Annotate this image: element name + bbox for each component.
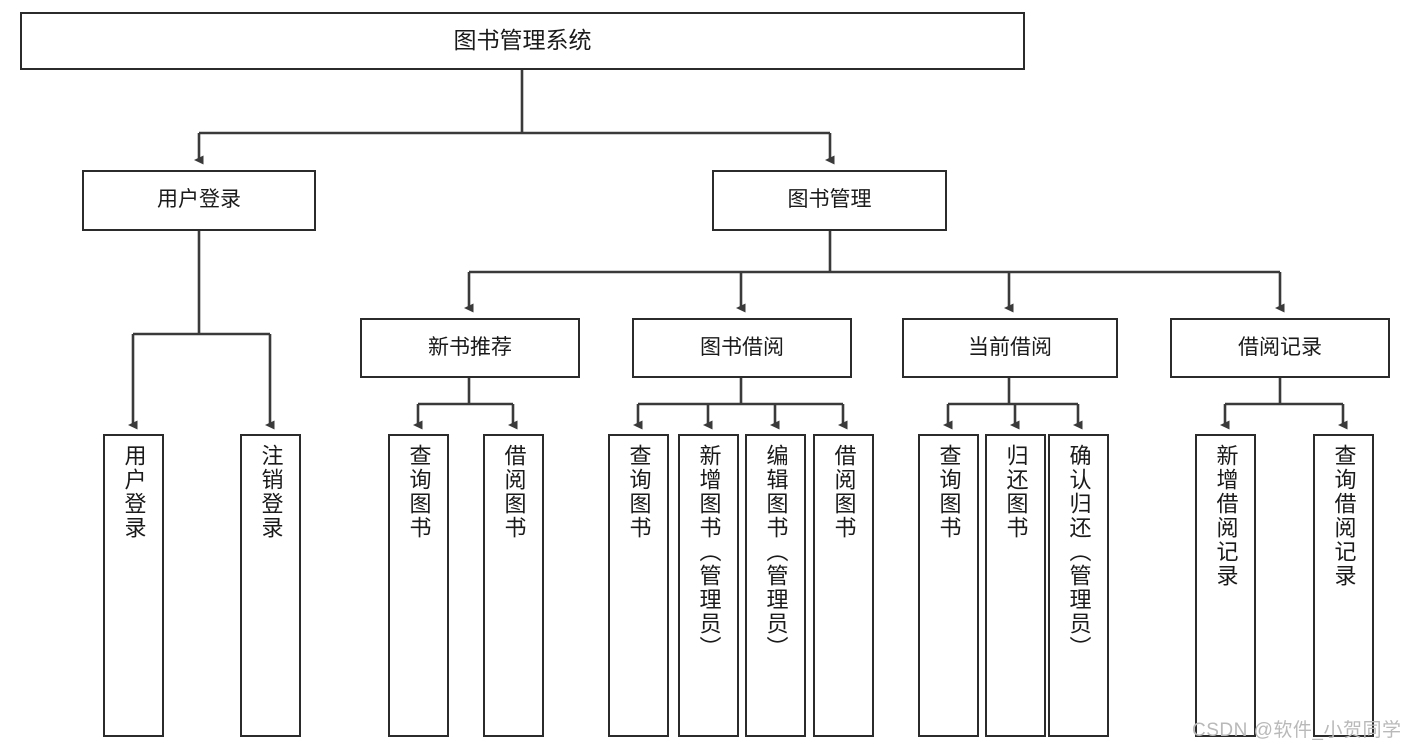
leaf-label: 确认归还（管理员） [1066,444,1092,660]
node-user-login-label: 用户登录 [157,188,241,212]
leaf-label: 新增图书（管理员） [696,444,722,660]
leaf-label: 归还图书 [1003,444,1029,540]
node-current-borrow-label: 当前借阅 [968,335,1052,359]
node-new-book-recommend[interactable]: 新书推荐 [360,318,580,378]
leaf-label: 用户登录 [121,444,147,540]
leaf-user-login-login[interactable]: 用户登录 [103,434,164,737]
leaf-current-borrow-confirm-return[interactable]: 确认归还（管理员） [1048,434,1109,737]
leaf-label: 查询图书 [936,444,962,540]
leaf-label: 查询图书 [406,444,432,540]
leaf-label: 编辑图书（管理员） [763,444,789,660]
leaf-book-borrow-add[interactable]: 新增图书（管理员） [678,434,739,737]
leaf-label: 借阅图书 [831,444,857,540]
leaf-label: 借阅图书 [501,444,527,540]
leaf-borrow-record-add[interactable]: 新增借阅记录 [1195,434,1256,737]
csdn-watermark: CSDN @软件_小贺同学 [1192,720,1402,741]
node-book-management[interactable]: 图书管理 [712,170,947,231]
leaf-label: 查询图书 [626,444,652,540]
node-book-management-label: 图书管理 [787,188,872,212]
leaf-user-login-logout[interactable]: 注销登录 [240,434,301,737]
node-borrow-record[interactable]: 借阅记录 [1170,318,1390,378]
leaf-label: 注销登录 [258,444,284,540]
leaf-book-borrow-query[interactable]: 查询图书 [608,434,669,737]
node-new-book-recommend-label: 新书推荐 [428,335,512,359]
leaf-book-borrow-borrow[interactable]: 借阅图书 [813,434,874,737]
node-borrow-record-label: 借阅记录 [1238,335,1322,359]
node-current-borrow[interactable]: 当前借阅 [902,318,1118,378]
node-root-book-management-system[interactable]: 图书管理系统 [20,12,1025,70]
leaf-current-borrow-return[interactable]: 归还图书 [985,434,1046,737]
leaf-book-borrow-edit[interactable]: 编辑图书（管理员） [745,434,806,737]
node-user-login[interactable]: 用户登录 [82,170,316,231]
leaf-new-book-borrow[interactable]: 借阅图书 [483,434,544,737]
leaf-label: 查询借阅记录 [1331,444,1357,588]
leaf-borrow-record-query[interactable]: 查询借阅记录 [1313,434,1374,737]
leaf-label: 新增借阅记录 [1213,444,1239,588]
node-root-label: 图书管理系统 [453,27,592,54]
leaf-new-book-query[interactable]: 查询图书 [388,434,449,737]
node-book-borrow[interactable]: 图书借阅 [632,318,852,378]
node-book-borrow-label: 图书借阅 [700,335,784,359]
leaf-current-borrow-query[interactable]: 查询图书 [918,434,979,737]
